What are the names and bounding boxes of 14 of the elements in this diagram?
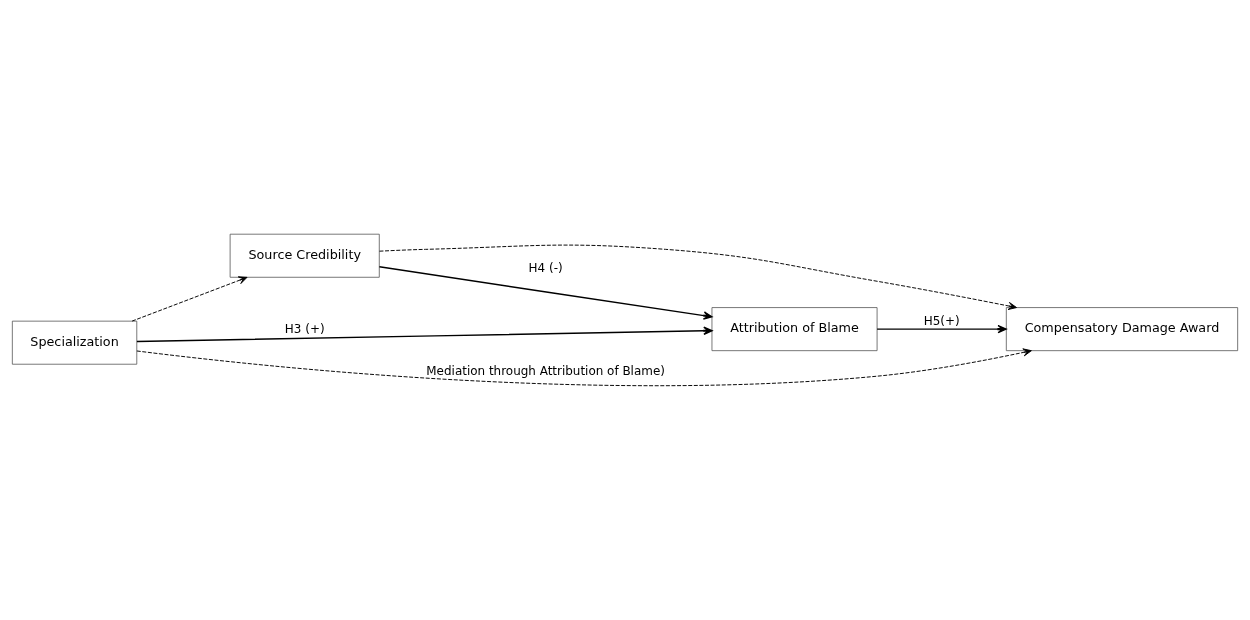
arrow — [131, 276, 248, 322]
edge-label: Mediation through Attribution of Blame) — [426, 363, 665, 378]
arrow — [876, 324, 1007, 334]
edge-label: H4 (-) — [528, 260, 563, 275]
node-box: Attribution of Blame — [711, 307, 878, 352]
arrow — [136, 326, 713, 343]
arrow — [136, 348, 1032, 387]
node-box: Source Credibility — [229, 233, 380, 278]
edge-label: H3 (+) — [284, 322, 325, 337]
node-box: Specialization — [11, 320, 138, 365]
edge-label: H5(+) — [923, 314, 960, 329]
arrow — [378, 244, 1018, 310]
node-box: Compensatory Damage Award — [1005, 307, 1239, 352]
arrow — [378, 266, 713, 320]
